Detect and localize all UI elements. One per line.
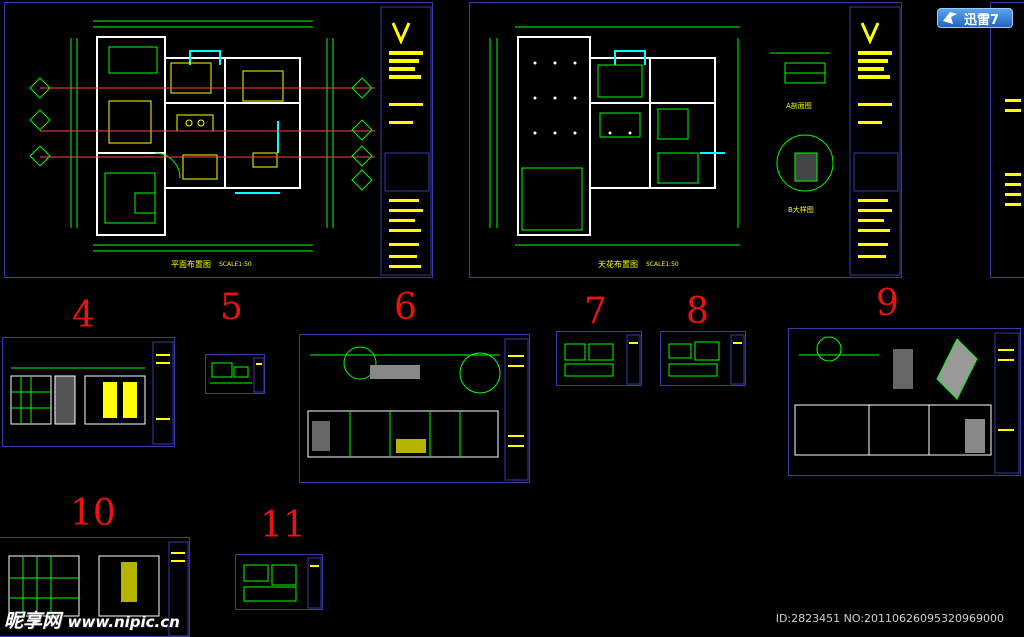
download-button-label: 迅雷7 [964, 12, 1000, 28]
partial-right-drawing [1005, 99, 1021, 206]
sheet-number-8: 8 [686, 291, 709, 332]
sheet-6-drawing [307, 338, 529, 481]
sheet-4[interactable] [2, 337, 175, 447]
ceiling-plan-scale: SCALE1:50 [646, 261, 679, 268]
sheet-ceiling-plan[interactable]: 天花布置图 SCALE1:50 A剖面图 B大样图 [469, 2, 902, 278]
sheet-11-drawing [243, 557, 322, 609]
sheet-9[interactable] [788, 328, 1021, 476]
image-info: ID:2823451 NO:20110626095320969000 [775, 612, 1004, 625]
bird-icon [943, 12, 957, 24]
section-a-label: A剖面图 [786, 102, 812, 110]
floor-plan-drawing [29, 6, 432, 276]
sheet-4-drawing [10, 341, 174, 445]
watermark-brand: 昵享网 [4, 610, 62, 632]
sheet-number-4: 4 [72, 295, 95, 336]
sheet-10[interactable] [0, 537, 190, 637]
sheet-7[interactable] [556, 331, 642, 386]
sheet-6[interactable] [299, 334, 530, 483]
xunlei-download-button[interactable]: 迅雷7 [937, 8, 1013, 28]
sheet-partial-right[interactable] [990, 2, 1024, 278]
sheet-8-drawing [668, 334, 745, 385]
sheet-7-drawing [564, 334, 641, 385]
sheet-5-drawing [210, 357, 264, 393]
sheet-floor-plan[interactable]: 平面布置图 SCALE1:50 [4, 2, 433, 278]
watermark-url: www.nipic.cn [67, 613, 180, 631]
sheet-5[interactable] [205, 354, 265, 394]
sheet-9-drawing [794, 332, 1020, 474]
ceiling-plan-title: 天花布置图 [598, 260, 638, 269]
sheet-number-7: 7 [584, 291, 607, 332]
sheet-number-9: 9 [876, 283, 899, 324]
floor-plan-scale: SCALE1:50 [219, 261, 252, 268]
floor-plan-title: 平面布置图 [171, 260, 211, 269]
watermark: 昵享网 www.nipic.cn [4, 606, 180, 633]
sheet-number-10: 10 [70, 493, 116, 534]
sheet-number-11: 11 [260, 505, 306, 546]
ceiling-plan-drawing [489, 6, 901, 276]
detail-b-label: B大样图 [788, 206, 814, 214]
sheet-10-drawing [8, 541, 189, 636]
sheet-11[interactable] [235, 554, 323, 610]
sheet-8[interactable] [660, 331, 746, 386]
sheet-number-6: 6 [394, 287, 417, 328]
sheet-number-5: 5 [220, 287, 243, 328]
